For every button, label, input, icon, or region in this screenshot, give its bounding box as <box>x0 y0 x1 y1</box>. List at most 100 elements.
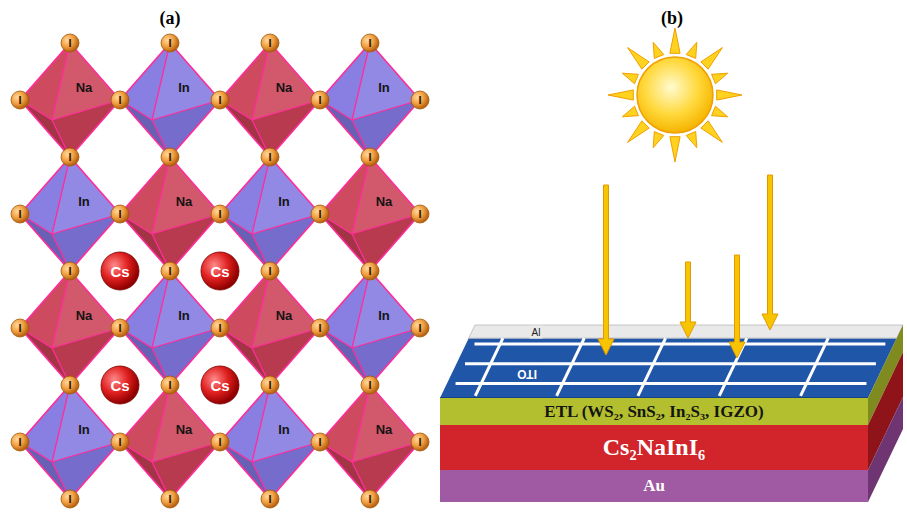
iodine-sphere <box>161 490 179 508</box>
in-octahedron <box>220 157 320 271</box>
iodine-sphere <box>61 490 79 508</box>
iodine-sphere <box>361 262 379 280</box>
sun-ray <box>653 132 664 148</box>
iodine-sphere <box>11 433 29 451</box>
iodine-atom-label: I <box>268 493 271 505</box>
iodine-sphere <box>261 34 279 52</box>
back-contact-layer: Au <box>440 470 868 502</box>
in-octahedron <box>320 43 420 157</box>
octahedron-center-label: Na <box>276 308 293 323</box>
iodine-atom-label: I <box>368 493 371 505</box>
octahedron-edge <box>152 43 170 120</box>
cesium-sphere <box>101 366 139 404</box>
iodine-sphere <box>161 262 179 280</box>
iodine-sphere <box>311 91 329 109</box>
sun-ray <box>712 73 728 84</box>
octahedron-edge <box>320 385 420 499</box>
iodine-atom-label: I <box>318 322 321 334</box>
octahedron-edge <box>20 43 120 157</box>
octahedron-edge <box>352 328 420 348</box>
octahedron-edge <box>320 43 420 157</box>
iodine-sphere <box>311 205 329 223</box>
iodine-atom-label: I <box>268 379 271 391</box>
grid-busbar <box>801 338 829 396</box>
iodine-sphere <box>261 148 279 166</box>
iodine-atom-label: I <box>168 265 171 277</box>
octahedron-center-label: Na <box>376 422 393 437</box>
octahedron-edge <box>52 442 120 462</box>
octahedron-body <box>120 271 220 385</box>
na-octahedron <box>20 43 120 157</box>
iodine-atom-label: I <box>68 151 71 163</box>
octahedron-center-label: In <box>78 194 90 209</box>
na-octahedron <box>20 271 120 385</box>
layer-label: Cs₂NaInI₆ <box>603 434 705 461</box>
octahedron-center-label: Na <box>276 80 293 95</box>
iodine-atom-label: I <box>118 436 121 448</box>
absorber-layer: Cs₂NaInI₆ <box>440 425 868 470</box>
iodine-sphere <box>161 148 179 166</box>
octahedron-edge <box>120 385 220 499</box>
octahedron-edge <box>120 271 220 385</box>
iodine-sphere <box>261 262 279 280</box>
light-arrow <box>680 262 696 338</box>
sun-ray <box>686 132 697 148</box>
na-octahedron <box>220 271 320 385</box>
sun-ray <box>608 90 633 100</box>
octahedron-edge <box>352 214 420 234</box>
iodine-atom-label: I <box>68 493 71 505</box>
in-octahedron <box>220 385 320 499</box>
iodine-atom-label: I <box>118 94 121 106</box>
iodine-atom-label: I <box>268 37 271 49</box>
iodine-sphere <box>261 490 279 508</box>
iodine-atom-label: I <box>268 151 271 163</box>
iodine-atom-label: I <box>418 208 421 220</box>
octahedron-body <box>320 271 420 385</box>
layer-side-face <box>868 397 903 502</box>
octahedron-center-label: In <box>378 308 390 323</box>
layer-label: ETL (WS₂, SnS₂, In₂S₃, IGZO) <box>544 402 763 422</box>
iodine-sphere <box>361 490 379 508</box>
in-octahedron <box>320 271 420 385</box>
cesium-atoms <box>101 252 239 404</box>
sun-ray <box>701 48 723 70</box>
grid-busbar <box>638 338 666 396</box>
in-octahedron <box>20 157 120 271</box>
panel-label: (a) <box>160 8 181 29</box>
octahedron-body <box>120 157 220 271</box>
octahedron-edge <box>220 43 320 157</box>
octahedron-edge <box>152 157 170 234</box>
iodine-atom-label: I <box>318 94 321 106</box>
iodine-atom-label: I <box>168 37 171 49</box>
sun <box>608 28 742 162</box>
layer-label: Au <box>643 476 665 496</box>
octahedron-edge <box>352 43 370 120</box>
iodine-sphere <box>211 433 229 451</box>
iodine-sphere <box>111 205 129 223</box>
sun-ray <box>628 121 650 143</box>
na-octahedron <box>320 385 420 499</box>
light-arrow <box>729 255 745 358</box>
in-octahedron <box>120 43 220 157</box>
octahedron-center-label: In <box>178 80 190 95</box>
iodine-sphere <box>411 91 429 109</box>
iodine-atom-label: I <box>68 379 71 391</box>
octahedron-edge <box>52 100 120 120</box>
iodine-sphere <box>61 148 79 166</box>
cesium-sphere <box>201 366 239 404</box>
octahedron-edge <box>152 442 220 462</box>
iodine-atom-label: I <box>318 208 321 220</box>
iodine-sphere <box>211 205 229 223</box>
octahedron-edge <box>152 385 170 462</box>
iodine-sphere <box>311 433 329 451</box>
octahedron-edge <box>152 328 220 348</box>
cesium-sphere <box>101 252 139 290</box>
sun-ray <box>628 48 650 70</box>
na-octahedron <box>120 385 220 499</box>
octahedron-edge <box>120 43 220 157</box>
iodine-atom-label: I <box>418 94 421 106</box>
octahedron-edge <box>252 442 320 462</box>
sun-ray <box>701 121 723 143</box>
iodine-atom-label: I <box>218 208 221 220</box>
